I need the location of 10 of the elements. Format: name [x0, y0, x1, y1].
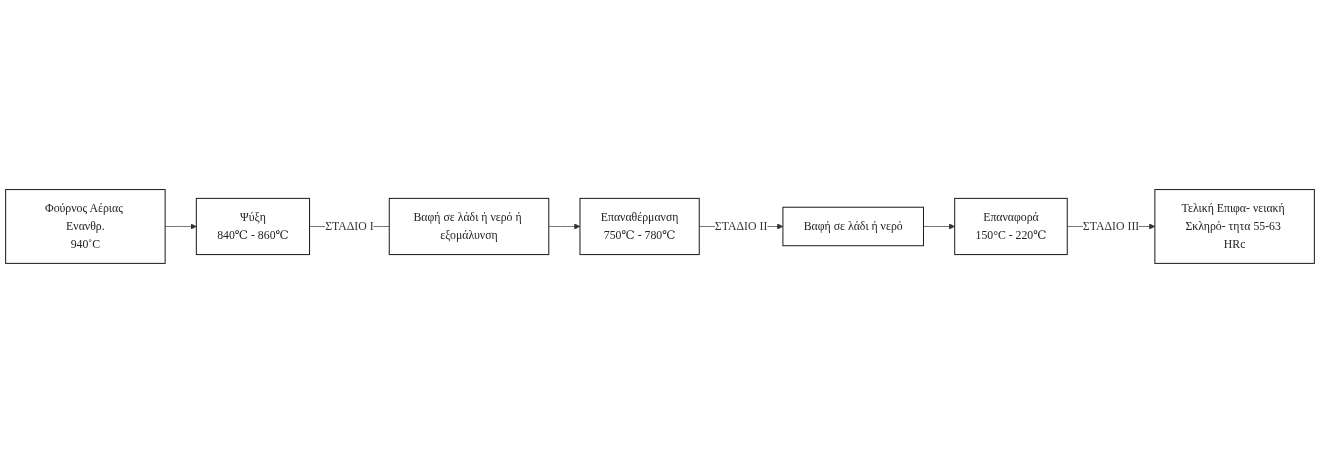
- node-box: Βαφή σε λάδι ή νερό ή εξομάλυνση: [388, 197, 550, 256]
- edge-label: ΣΤΑΔΙΟ III: [1082, 219, 1140, 233]
- edge-label: ΣΤΑΔΙΟ I: [325, 219, 374, 233]
- node-box: Φούρνος Αέριας Ενανθρ. 940˚C: [5, 189, 166, 264]
- edge-label: ΣΤΑΔΙΟ II: [714, 219, 768, 233]
- node-box: Ψύξη 840℃ - 860℃: [195, 197, 311, 256]
- node-box: Επαναφορά 150°C - 220℃: [954, 197, 1068, 256]
- node-box: Τελική Επιφα- νειακή Σκληρό- τητα 55-63 HRc: [1154, 189, 1315, 264]
- node-box: Βαφή σε λάδι ή νερό: [782, 206, 924, 247]
- node-box: Επαναθέρμανση 750℃ - 780℃: [579, 197, 700, 256]
